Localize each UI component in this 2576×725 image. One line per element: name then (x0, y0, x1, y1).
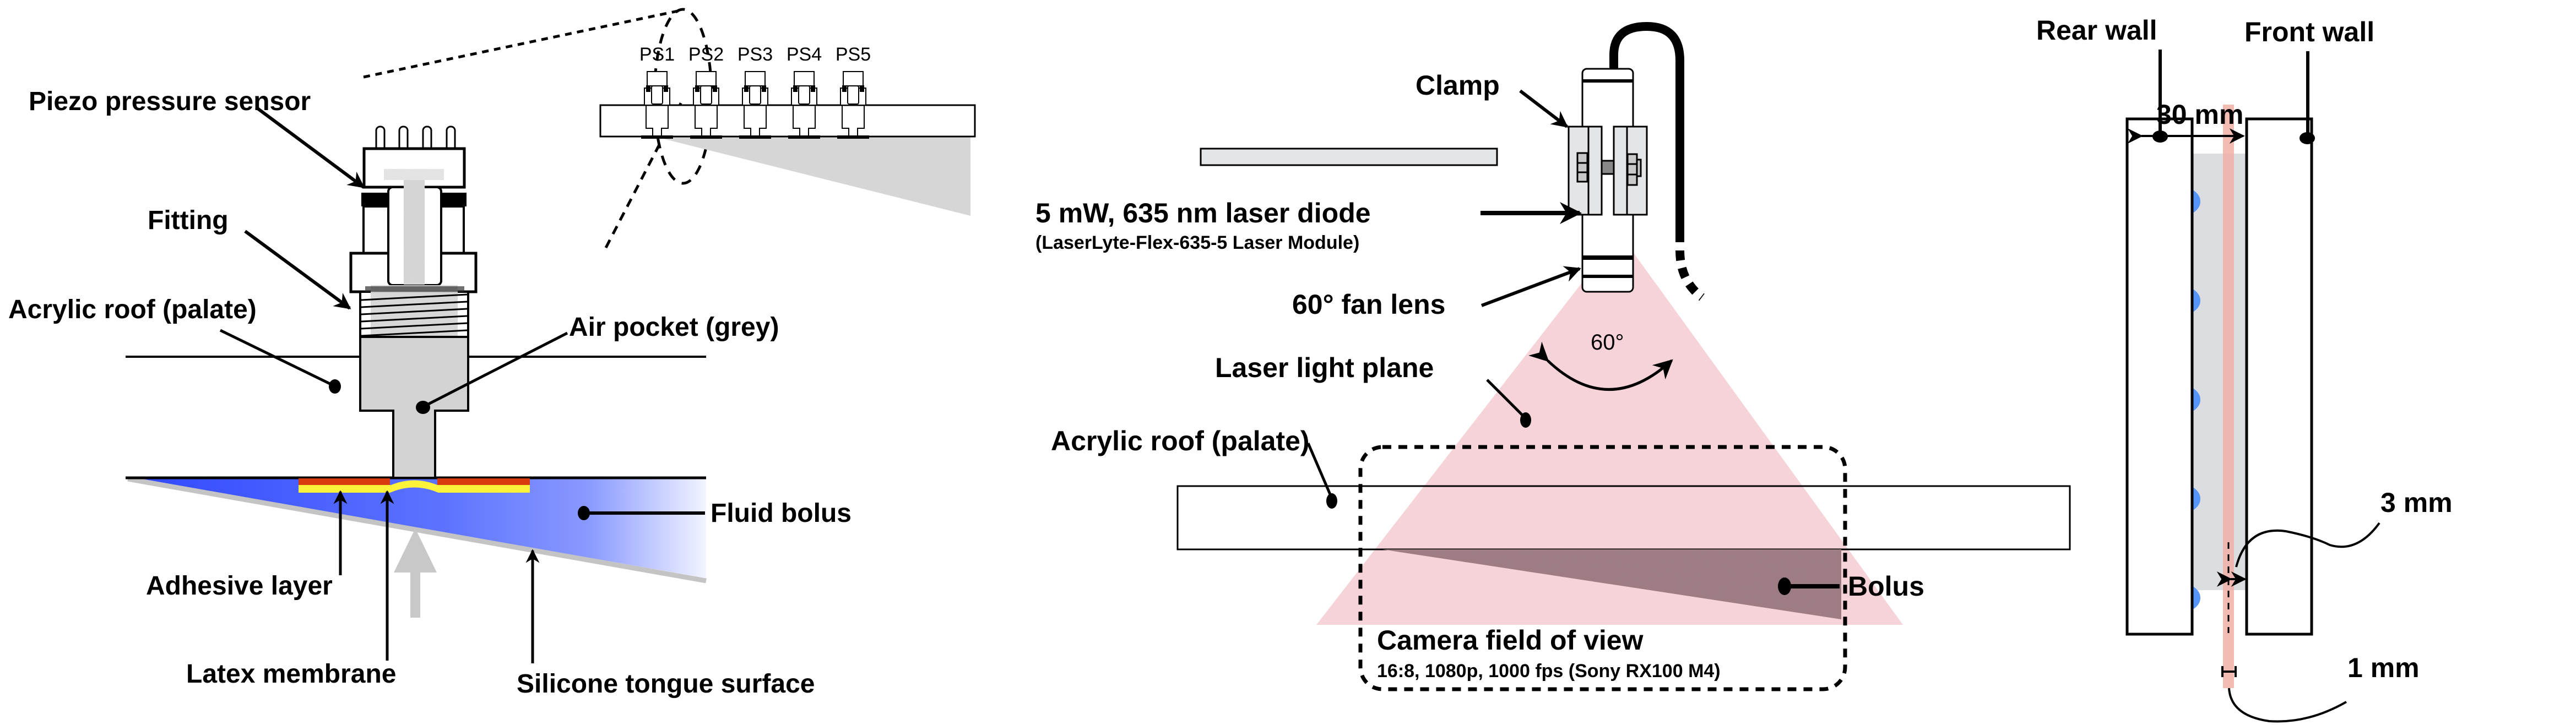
label-bolus: Bolus (1848, 571, 1924, 602)
laser-cable (1609, 21, 1684, 242)
adhesive-layer-left (299, 478, 390, 485)
label-silicone-tongue: Silicone tongue surface (517, 669, 815, 699)
camera-fov-box (1358, 445, 1847, 691)
label-air-pocket: Air pocket (grey) (569, 313, 779, 342)
sensor-cross-section-panel: PS1 PS2 PS3 PS4 PS5 Piezo pressure sensor Fi… (8, 8, 976, 699)
label-fluid-bolus: Fluid bolus (711, 499, 852, 528)
mounting-rod (1200, 148, 1498, 166)
array-sensor-1 (641, 71, 673, 139)
laser-light-plane (1316, 234, 1903, 625)
acrylic-roof-leader-2 (1306, 443, 1333, 499)
acrylic-roof-leader-dot (329, 379, 341, 394)
bolus-leader-dot (1778, 577, 1791, 595)
fluid-bolus-leader-dot (578, 506, 590, 520)
adhesive-layer-right (437, 478, 530, 485)
air-pocket-leader (423, 331, 568, 408)
array-palate (599, 104, 976, 138)
label-piezo-sensor: Piezo pressure sensor (29, 87, 311, 116)
light-plane-leader-dot (1520, 412, 1531, 428)
array-sensor-label: PS4 (787, 44, 822, 65)
array-sensor-label: PS1 (639, 44, 675, 65)
array-sensor-2 (690, 71, 722, 139)
light-plane-leader (1486, 379, 1527, 419)
acrylic-roof-leader-dot-2 (1326, 493, 1337, 509)
fan-angle-arc (1528, 341, 1673, 391)
acrylic-roof-leader (219, 329, 334, 387)
array-sensor-label: PS5 (836, 44, 871, 65)
clamp (1568, 126, 1648, 216)
callout-line-top (363, 8, 684, 79)
silicone-tongue-surface-line (127, 476, 707, 584)
label-clamp: Clamp (1416, 70, 1500, 101)
piezo-sensor-leader (255, 106, 365, 189)
sensor-array (599, 71, 976, 216)
array-sensor-label: PS3 (737, 44, 773, 65)
air-pocket-leader-dot (416, 401, 430, 414)
label-camera-fov: Camera field of view (1377, 625, 1644, 656)
laser-setup-panel: Clamp 5 mW, 635 nm laser diode (LaserLyt… (1035, 21, 2071, 691)
label-fan-angle: 60° (1591, 330, 1624, 355)
label-fan-lens: 60° fan lens (1292, 289, 1445, 320)
array-sensor-label: PS2 (688, 44, 724, 65)
fan-lens-leader (1480, 266, 1581, 307)
label-camera-spec: 16:8, 1080p, 1000 fps (Sony RX100 M4) (1377, 661, 1721, 682)
latex-membrane (299, 480, 530, 493)
label-acrylic-roof: Acrylic roof (palate) (8, 295, 257, 324)
array-sensor-3 (739, 71, 771, 139)
o-ring-left (361, 193, 389, 206)
o-ring-right (441, 193, 467, 206)
label-acrylic-roof-2: Acrylic roof (palate) (1051, 426, 1310, 456)
array-tongue-wedge (654, 137, 970, 216)
label-light-plane: Laser light plane (1215, 352, 1434, 383)
label-latex-membrane: Latex membrane (186, 659, 397, 689)
label-fitting: Fitting (148, 206, 229, 235)
label-laser-diode: 5 mW, 635 nm laser diode (1035, 198, 1371, 228)
pressure-direction-arrow-icon (394, 528, 437, 618)
laser-cable-continuation (1675, 250, 1705, 301)
clamp-leader (1519, 89, 1569, 128)
label-laser-module: (LaserLyte-Flex-635-5 Laser Module) (1035, 232, 1359, 253)
fitting-leader (244, 230, 351, 310)
array-sensor-5 (837, 71, 869, 139)
array-sensor-4 (788, 71, 820, 139)
label-adhesive-layer: Adhesive layer (146, 571, 333, 601)
piezo-sensor-assembly (349, 126, 478, 479)
